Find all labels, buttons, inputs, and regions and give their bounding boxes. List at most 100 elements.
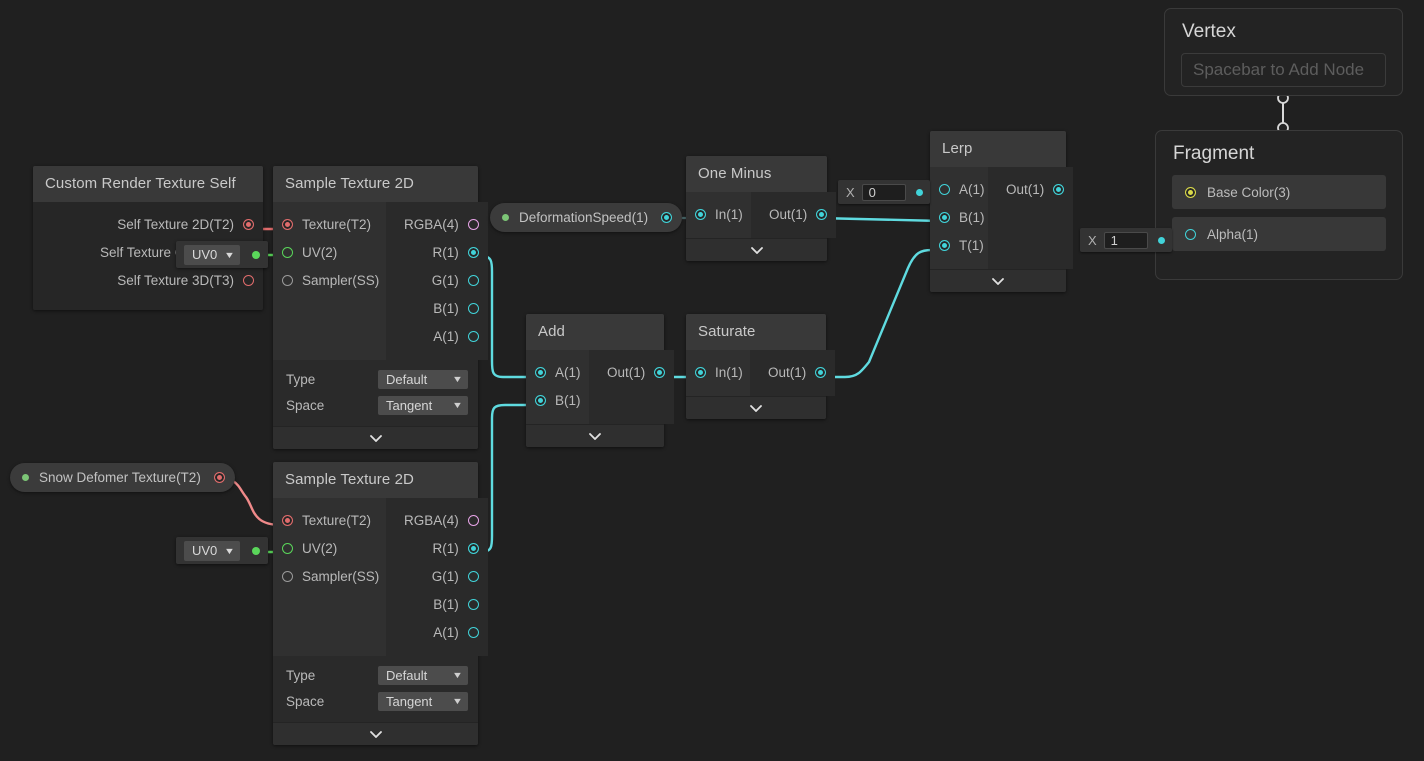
port-slot-icon[interactable] [939, 183, 950, 195]
port-slot-icon[interactable] [282, 274, 293, 286]
add-node-hint[interactable]: Spacebar to Add Node [1181, 53, 1386, 87]
port-slot-icon[interactable] [1185, 228, 1196, 240]
port-slot-icon[interactable] [467, 598, 479, 610]
node-lerp[interactable]: Lerp A(1) B(1) T(1) Out(1) [930, 131, 1074, 292]
port-slot-icon[interactable] [467, 570, 479, 582]
node-one-minus[interactable]: One Minus In(1) Out(1) [686, 156, 837, 261]
port-out[interactable]: Out(1) [750, 358, 835, 386]
port-g[interactable]: G(1) [386, 266, 488, 294]
port-in[interactable]: In(1) [686, 358, 750, 386]
port-sampler[interactable]: Sampler(SS) [273, 562, 386, 590]
port-slot-icon[interactable] [467, 542, 479, 554]
float-input[interactable]: 1 [1103, 231, 1148, 249]
port-slot-icon[interactable] [213, 472, 225, 483]
space-dropdown[interactable]: Tangent ▼ [378, 395, 468, 415]
port-slot-icon[interactable] [467, 274, 479, 286]
port-slot-icon[interactable] [282, 570, 293, 582]
node-sample-texture-2d-top[interactable]: Sample Texture 2D Texture(T2) UV(2) Samp… [273, 166, 488, 449]
port-slot-icon[interactable] [282, 514, 293, 526]
port-a[interactable]: A(1) [386, 618, 488, 646]
node-saturate[interactable]: Saturate In(1) Out(1) [686, 314, 836, 419]
port-a[interactable]: A(1) [930, 175, 988, 203]
port-slot-icon[interactable] [695, 208, 706, 220]
node-custom-render-texture-self[interactable]: Custom Render Texture Self Self Texture … [33, 166, 263, 310]
master-node-fragment[interactable]: Fragment Base Color(3) Alpha(1) [1155, 130, 1403, 280]
dropdown-value: Default [386, 667, 428, 683]
port-b[interactable]: B(1) [930, 203, 988, 231]
port-t[interactable]: T(1) [930, 231, 988, 259]
port-sampler[interactable]: Sampler(SS) [273, 266, 386, 294]
port-texture[interactable]: Texture(T2) [273, 210, 386, 238]
port-out[interactable]: Out(1) [589, 358, 674, 386]
port-in[interactable]: In(1) [686, 200, 751, 228]
port-uv[interactable]: UV(2) [273, 238, 386, 266]
port-slot-icon[interactable] [467, 330, 479, 342]
port-slot-icon[interactable] [939, 239, 950, 251]
collapse-toggle[interactable] [686, 396, 826, 419]
port-slot-icon[interactable] [939, 211, 950, 223]
master-node-vertex[interactable]: Vertex Spacebar to Add Node [1164, 8, 1403, 96]
port-slot-icon[interactable] [535, 366, 546, 378]
uv-channel-widget-top[interactable]: UV0 ▼ [176, 241, 268, 268]
port-slot-icon[interactable] [467, 218, 479, 230]
port-b[interactable]: B(1) [386, 590, 488, 618]
property-node-deformation-speed[interactable]: DeformationSpeed(1) [490, 203, 683, 232]
port-uv[interactable]: UV(2) [273, 534, 386, 562]
port-slot-icon[interactable] [815, 366, 827, 378]
port-slot-icon[interactable] [467, 246, 479, 258]
port-slot-icon[interactable] [654, 366, 666, 378]
port-slot-icon[interactable] [467, 514, 479, 526]
collapse-toggle[interactable] [526, 424, 664, 447]
collapse-toggle[interactable] [273, 426, 478, 449]
port-slot-icon[interactable] [695, 366, 706, 378]
uv-output-dot[interactable] [252, 546, 260, 555]
port-a[interactable]: A(1) [386, 322, 488, 350]
port-r[interactable]: R(1) [386, 534, 488, 562]
type-dropdown[interactable]: Default ▼ [378, 665, 468, 685]
port-slot-icon[interactable] [282, 218, 293, 230]
port-b[interactable]: B(1) [386, 294, 488, 322]
port-slot-icon[interactable] [282, 542, 293, 554]
port-slot-icon[interactable] [467, 302, 479, 314]
space-dropdown[interactable]: Tangent ▼ [378, 691, 468, 711]
port-out[interactable]: Out(1) [751, 200, 836, 228]
port-self-texture-3d[interactable]: Self Texture 3D(T3) [33, 266, 263, 294]
port-slot-icon[interactable] [1053, 183, 1065, 195]
node-add[interactable]: Add A(1) B(1) Out(1) [526, 314, 675, 447]
port-slot-icon[interactable] [535, 394, 546, 406]
block-alpha[interactable]: Alpha(1) [1172, 217, 1386, 251]
port-rgba[interactable]: RGBA(4) [386, 506, 488, 534]
port-rgba[interactable]: RGBA(4) [386, 210, 488, 238]
port-slot-icon[interactable] [467, 626, 479, 638]
port-slot-icon[interactable] [1185, 186, 1196, 198]
uv-dropdown[interactable]: UV0 ▼ [184, 540, 240, 561]
property-node-snow-deformer-texture[interactable]: Snow Defomer Texture(T2) [10, 463, 235, 492]
node-sample-texture-2d-bottom[interactable]: Sample Texture 2D Texture(T2) UV(2) Samp… [273, 462, 488, 745]
port-slot-icon[interactable] [243, 218, 254, 230]
port-r[interactable]: R(1) [386, 238, 488, 266]
float-widget-fragment-alpha[interactable]: X 1 [1080, 228, 1172, 252]
float-input[interactable]: 0 [861, 183, 906, 201]
uv-dropdown[interactable]: UV0 ▼ [184, 244, 240, 265]
float-output-dot[interactable] [915, 188, 923, 196]
type-dropdown[interactable]: Default ▼ [378, 369, 468, 389]
port-slot-icon[interactable] [282, 246, 293, 258]
collapse-toggle[interactable] [930, 269, 1066, 292]
port-b[interactable]: B(1) [526, 386, 589, 414]
port-g[interactable]: G(1) [386, 562, 488, 590]
collapse-toggle[interactable] [686, 238, 827, 261]
port-self-texture-2d[interactable]: Self Texture 2D(T2) [33, 210, 263, 238]
port-slot-icon[interactable] [243, 274, 254, 286]
port-texture[interactable]: Texture(T2) [273, 506, 386, 534]
block-base-color[interactable]: Base Color(3) [1172, 175, 1386, 209]
port-out[interactable]: Out(1) [988, 175, 1073, 203]
port-slot-icon[interactable] [816, 208, 828, 220]
float-widget-lerp-a[interactable]: X 0 [838, 180, 930, 204]
port-slot-icon[interactable] [661, 212, 673, 223]
uv-channel-widget-bottom[interactable]: UV0 ▼ [176, 537, 268, 564]
float-output-dot[interactable] [1157, 236, 1165, 244]
collapse-toggle[interactable] [273, 722, 478, 745]
port-a[interactable]: A(1) [526, 358, 589, 386]
uv-output-dot[interactable] [252, 250, 260, 259]
